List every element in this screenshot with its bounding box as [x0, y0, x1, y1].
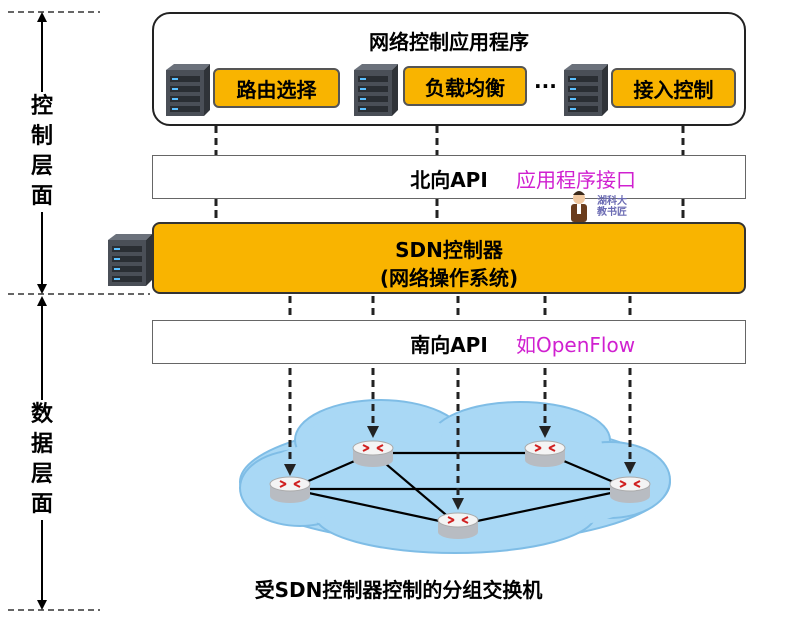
arrow-head-switch3	[452, 498, 464, 510]
controller-server-icon	[108, 234, 152, 286]
watermark-line: 教书匠	[597, 207, 627, 218]
server-icon	[564, 64, 608, 116]
access-control-app-box: 接入控制	[611, 68, 736, 108]
data-plane-arrow-up	[37, 296, 47, 306]
app-layer-title: 网络控制应用程序	[369, 30, 529, 54]
switch-icon	[524, 440, 566, 467]
arrow-head-switch4	[539, 426, 551, 438]
switch-icon	[609, 476, 651, 503]
watermark: 湖科大 教书匠	[597, 196, 627, 218]
sdn-controller-box: SDN控制器 (网络操作系统)	[152, 222, 746, 294]
controller-subtitle: (网络操作系统)	[379, 266, 519, 290]
switch-icon	[352, 440, 394, 467]
control-plane-label: 控制层面	[25, 92, 59, 212]
switch-icons	[269, 440, 651, 539]
load-balance-app-box: 负载均衡	[403, 66, 527, 106]
presenter-figure	[571, 191, 587, 230]
server-icon	[166, 64, 210, 116]
controller-title: SDN控制器	[395, 238, 503, 262]
arrow-head-switch5	[624, 462, 636, 474]
more-apps-ellipsis: ···	[534, 74, 557, 98]
watermark-line: 湖科大	[597, 196, 627, 207]
data-plane-arrow-down	[37, 600, 47, 610]
southbound-api-label: 南向API	[410, 333, 488, 357]
server-icon	[354, 64, 398, 116]
northbound-api-note: 应用程序接口	[516, 168, 636, 192]
arrow-head-switch2	[367, 426, 379, 438]
control-plane-arrow-down	[37, 284, 47, 294]
routing-app-box: 路由选择	[213, 68, 340, 108]
arrow-head-switch1	[284, 464, 296, 476]
switch-icon	[437, 512, 479, 539]
diagram-caption: 受SDN控制器控制的分组交换机	[254, 578, 543, 602]
northbound-api-bar: 北向API 应用程序接口	[152, 155, 746, 199]
switch-icon	[269, 476, 311, 503]
data-plane-label: 数据层面	[25, 400, 59, 520]
northbound-api-label: 北向API	[410, 168, 488, 192]
southbound-api-note: 如OpenFlow	[516, 333, 636, 357]
api-to-controller-links	[214, 199, 685, 223]
southbound-api-bar: 南向API 如OpenFlow	[152, 320, 746, 364]
control-plane-arrow-up	[37, 12, 47, 22]
